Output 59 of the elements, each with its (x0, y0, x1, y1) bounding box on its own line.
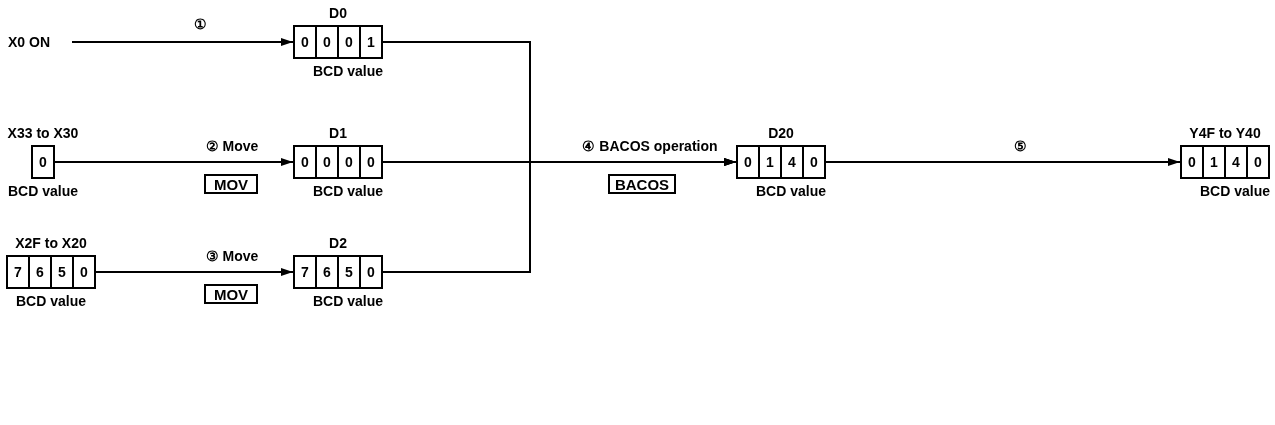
register-box (293, 25, 383, 59)
register-digit: 7 (13, 262, 23, 282)
register-digit: 0 (38, 152, 48, 172)
register-digit: 5 (337, 257, 359, 287)
register-digit: 0 (337, 27, 359, 57)
register-name: X33 to X30 (7, 126, 79, 140)
register-caption: BCD value (755, 184, 826, 198)
arrow (54, 158, 294, 166)
register-caption: BCD value (8, 184, 78, 198)
register-box (293, 255, 383, 289)
register-name: D2 (329, 236, 347, 250)
edge-label: ③ Move (203, 249, 261, 263)
instruction-tag: BACOS (608, 174, 676, 194)
register-name: D20 (768, 126, 794, 140)
register-box (1180, 145, 1270, 179)
register-digit: 0 (315, 27, 337, 57)
register-caption: BCD value (312, 184, 383, 198)
register-digit: 0 (337, 147, 359, 177)
register-name: D0 (329, 6, 347, 20)
register-name: D1 (329, 126, 347, 140)
register-name: Y4F to Y40 (1189, 126, 1261, 140)
register-box (736, 145, 826, 179)
arrow (95, 268, 294, 276)
edge-label: ⑤ (1011, 139, 1029, 153)
register-digit: 7 (300, 262, 310, 282)
register-caption: BCD value (312, 64, 383, 78)
register-digit: 0 (743, 152, 753, 172)
instruction-tag: MOV (204, 284, 258, 304)
instruction-tag: MOV (204, 174, 258, 194)
register-digit: 6 (315, 257, 337, 287)
register-digit: 1 (1202, 147, 1224, 177)
register-digit: 0 (300, 152, 310, 172)
register-digit: 4 (1224, 147, 1246, 177)
register-digit: 0 (359, 257, 381, 287)
register-box (293, 145, 383, 179)
register-digit: 0 (1187, 152, 1197, 172)
register-box (6, 255, 96, 289)
register-digit: 0 (300, 32, 310, 52)
register-digit: 0 (359, 147, 381, 177)
signal-label: X0 ON (8, 33, 72, 51)
register-caption: BCD value (16, 294, 86, 308)
edge-label: ④ BACOS operation (580, 139, 720, 153)
register-box (31, 145, 55, 179)
register-digit: 5 (50, 257, 72, 287)
register-caption: BCD value (1199, 184, 1270, 198)
register-digit: 0 (1246, 147, 1268, 177)
register-name: X2F to X20 (15, 236, 87, 250)
arrow (825, 158, 1181, 166)
arrow (71, 38, 294, 46)
register-digit: 0 (72, 257, 94, 287)
register-digit: 0 (802, 147, 824, 177)
register-digit: 4 (780, 147, 802, 177)
register-caption: BCD value (312, 294, 383, 308)
register-digit: 1 (359, 27, 381, 57)
edge-label: ① (191, 17, 209, 31)
register-digit: 1 (758, 147, 780, 177)
edge-label: ② Move (203, 139, 261, 153)
register-digit: 0 (315, 147, 337, 177)
register-digit: 6 (28, 257, 50, 287)
